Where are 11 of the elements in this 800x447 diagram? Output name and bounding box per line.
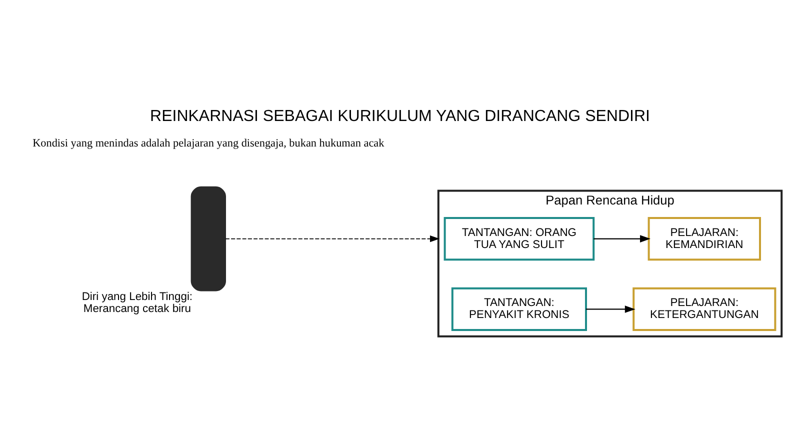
arrow <box>225 234 440 242</box>
node-label: Diri yang Lebih Tinggi: Merancang cetak biru <box>82 290 193 314</box>
node-box: TANTANGAN: PENYAKIT KRONIS <box>451 286 587 330</box>
node-person <box>190 186 226 291</box>
diagram-title: REINKARNASI SEBAGAI KURIKULUM YANG DIRANCANG SENDIRI <box>150 108 650 125</box>
arrow <box>594 234 650 242</box>
arrow <box>586 305 636 312</box>
caption: Kondisi yang menindas adalah pelajaran yang disengaja, bukan hukuman acak <box>32 137 384 150</box>
node-box: PELAJARAN: KETERGANTUNGAN <box>632 286 776 330</box>
node-box: PELAJARAN: KEMANDIRIAN <box>648 216 761 260</box>
node-box: TANTANGAN: ORANG TUA YANG SULIT <box>444 216 595 260</box>
